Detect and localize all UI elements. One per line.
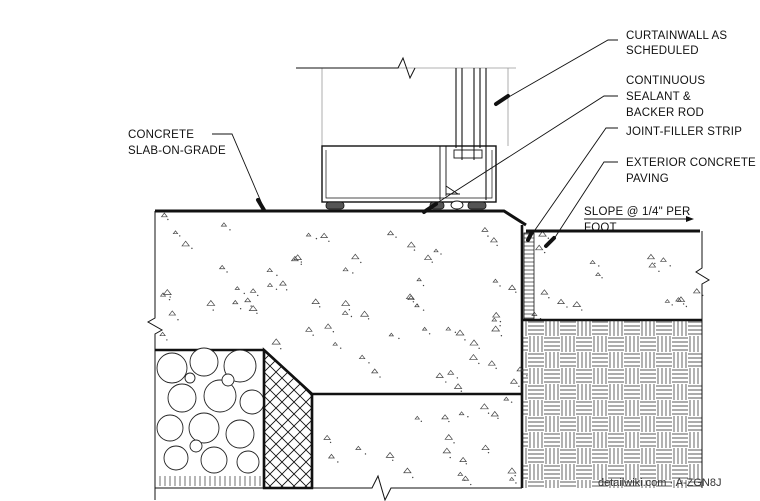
note-slab-line1: CONCRETE [128, 129, 194, 141]
credit-text: detailwiki.com · A-ZGN8J [598, 477, 721, 489]
note-joint-filler: JOINT-FILLER STRIP [626, 126, 742, 138]
note-slope-line2: FOOT [584, 222, 617, 234]
annotations: CURTAINWALL AS SCHEDULED CONTINUOUS SEAL… [128, 30, 756, 489]
break-line-right [695, 231, 710, 320]
leader-curtainwall [499, 39, 618, 103]
break-line-bottom [155, 474, 522, 501]
note-paving-line1: EXTERIOR CONCRETE [626, 157, 756, 169]
gravel-fill [156, 347, 265, 486]
note-curtainwall-line2: SCHEDULED [626, 45, 699, 57]
note-sealant-line1: CONTINUOUS [626, 75, 705, 87]
leader-sealant [425, 95, 618, 211]
leader-slab [212, 133, 263, 205]
sill-frame [321, 145, 497, 203]
note-sealant-line2: SEALANT & [626, 91, 691, 103]
slope-arrowhead [686, 216, 694, 222]
insulation-crosshatch [262, 347, 314, 490]
compacted-subbase [522, 320, 702, 488]
curtainwall-outline [296, 67, 516, 146]
leader-joint-filler [527, 127, 618, 241]
backer-rod [450, 200, 464, 210]
note-sealant-line3: BACKER ROD [626, 107, 704, 119]
break-line-left [146, 211, 164, 500]
concrete-stipple [159, 212, 704, 486]
joint-filler-strip [523, 232, 535, 320]
note-slab-line2: SLAB-ON-GRADE [128, 145, 226, 157]
note-paving-line2: PAVING [626, 173, 669, 185]
leader-paving [551, 161, 618, 243]
note-curtainwall-line1: CURTAINWALL AS [626, 30, 727, 42]
leaders [212, 39, 694, 248]
setting-block [467, 201, 487, 210]
note-slope-line1: SLOPE @ 1/4" PER [584, 206, 691, 218]
setting-block [325, 201, 345, 210]
slab-top-edge [155, 209, 527, 227]
curtainwall [296, 56, 516, 210]
break-line-top [296, 56, 416, 80]
exterior-paving [522, 229, 710, 488]
mullion [455, 68, 487, 200]
